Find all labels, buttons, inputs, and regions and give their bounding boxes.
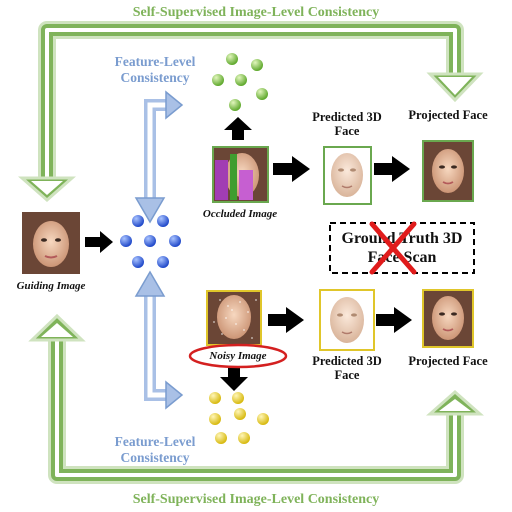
arrow-right-icon: [85, 231, 113, 253]
feature-node: [132, 215, 144, 227]
guiding-image-label: Guiding Image: [16, 280, 86, 292]
feature-node: [251, 59, 263, 71]
feature-node: [226, 53, 238, 65]
arrow-right-icon: [273, 156, 310, 182]
noisy-image: [206, 290, 262, 346]
ground-truth-label: Ground Truth 3D Face Scan: [341, 230, 463, 267]
bottom-title: Self-Supervised Image-Level Consistency: [132, 492, 380, 507]
feature-node: [234, 408, 246, 420]
arrow-up-icon: [224, 117, 252, 140]
occluded-image: [212, 146, 269, 203]
top-consistency-loop-arrow: [18, 21, 484, 202]
feature-node: [235, 74, 247, 86]
feature-node: [238, 432, 250, 444]
feature-node: [209, 392, 221, 404]
green-feature-nodes: [212, 53, 268, 111]
noisy-image-label: Noisy Image: [209, 350, 267, 362]
feature-node: [157, 256, 169, 268]
blue-feature-nodes: [120, 215, 181, 268]
feature-node: [169, 235, 181, 247]
feature-node: [212, 74, 224, 86]
occluded-image-label: Occluded Image: [202, 208, 278, 220]
noisy-image-highlight: [188, 343, 288, 369]
arrow-right-icon: [374, 156, 410, 182]
predicted-3d-face-top: [323, 146, 372, 205]
feature-node: [144, 235, 156, 247]
feature-node: [120, 235, 132, 247]
feature-bottom-double-arrow: [134, 270, 184, 410]
predicted-3d-face-top-label: Predicted 3D Face: [312, 110, 382, 139]
feature-level-bottom-label: Feature-Level Consistency: [114, 434, 196, 465]
feature-node: [232, 392, 244, 404]
bottom-consistency-loop-arrow: [28, 313, 484, 484]
arrow-right-icon: [268, 307, 304, 333]
feature-node: [215, 432, 227, 444]
predicted-3d-face-bottom-label: Predicted 3D Face: [312, 354, 382, 383]
yellow-feature-nodes: [209, 392, 269, 444]
feature-node: [257, 413, 269, 425]
predicted-3d-face-bottom: [319, 289, 375, 351]
feature-level-top-label: Feature-Level Consistency: [114, 54, 196, 85]
feature-top-double-arrow: [134, 90, 184, 224]
arrow-down-icon: [220, 368, 248, 391]
guiding-image: [22, 212, 80, 274]
projected-face-top: [422, 140, 474, 202]
projected-face-bottom: [422, 289, 474, 348]
top-title: Self-Supervised Image-Level Consistency: [132, 5, 380, 20]
feature-node: [256, 88, 268, 100]
feature-node: [209, 413, 221, 425]
arrow-right-icon: [376, 307, 412, 333]
feature-node: [157, 215, 169, 227]
feature-node: [229, 99, 241, 111]
feature-node: [132, 256, 144, 268]
projected-face-bottom-label: Projected Face: [408, 354, 488, 368]
projected-face-top-label: Projected Face: [408, 108, 488, 122]
